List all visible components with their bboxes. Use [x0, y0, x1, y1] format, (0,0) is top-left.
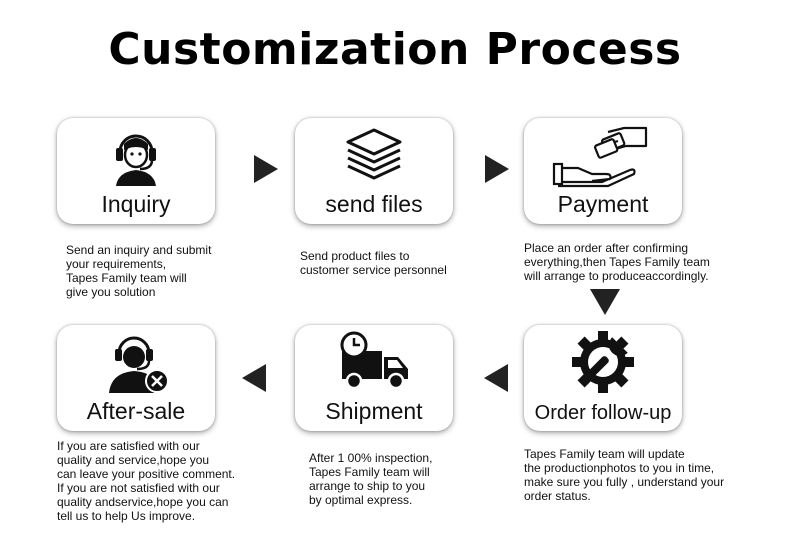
page-title: Customization Process	[108, 24, 682, 75]
step-card-after-sale: After-sale	[57, 325, 215, 431]
step-description-after-sale: If you are satisfied with our quality an…	[57, 439, 236, 523]
step-card-send-files: send files	[295, 118, 453, 224]
step-card-payment: Payment	[524, 118, 682, 224]
arrow-left-icon	[242, 364, 266, 392]
step-card-order-follow-up: Order follow-up	[524, 325, 682, 431]
step-description-shipment: After 1 00% inspection, Tapes Family tea…	[309, 451, 433, 507]
arrow-right-icon	[254, 155, 278, 183]
delivery-truck-icon	[295, 331, 453, 393]
step-label: Shipment	[325, 398, 423, 424]
step-description-payment: Place an order after confirming everythi…	[524, 241, 710, 283]
step-description-send-files: Send product files to customer service p…	[300, 249, 447, 277]
arrow-right-icon	[485, 155, 509, 183]
gear-wrench-icon	[524, 331, 682, 393]
step-description-inquiry: Send an inquiry and submit your requirem…	[66, 243, 212, 299]
step-label: send files	[325, 191, 423, 217]
support-agent-icon	[57, 331, 215, 393]
arrow-left-icon	[484, 364, 508, 392]
card-handover-icon	[524, 124, 682, 188]
headset-operator-icon	[57, 124, 215, 186]
step-label: After-sale	[86, 398, 186, 424]
step-label: Inquiry	[101, 191, 171, 217]
arrow-down-icon	[590, 289, 620, 315]
step-description-order-follow-up: Tapes Family team will update the produc…	[524, 447, 725, 503]
step-card-inquiry: Inquiry	[57, 118, 215, 224]
step-card-shipment: Shipment	[295, 325, 453, 431]
step-label: Payment	[557, 191, 649, 217]
step-label: Order follow-up	[534, 402, 672, 424]
stacked-layers-icon	[295, 124, 453, 186]
